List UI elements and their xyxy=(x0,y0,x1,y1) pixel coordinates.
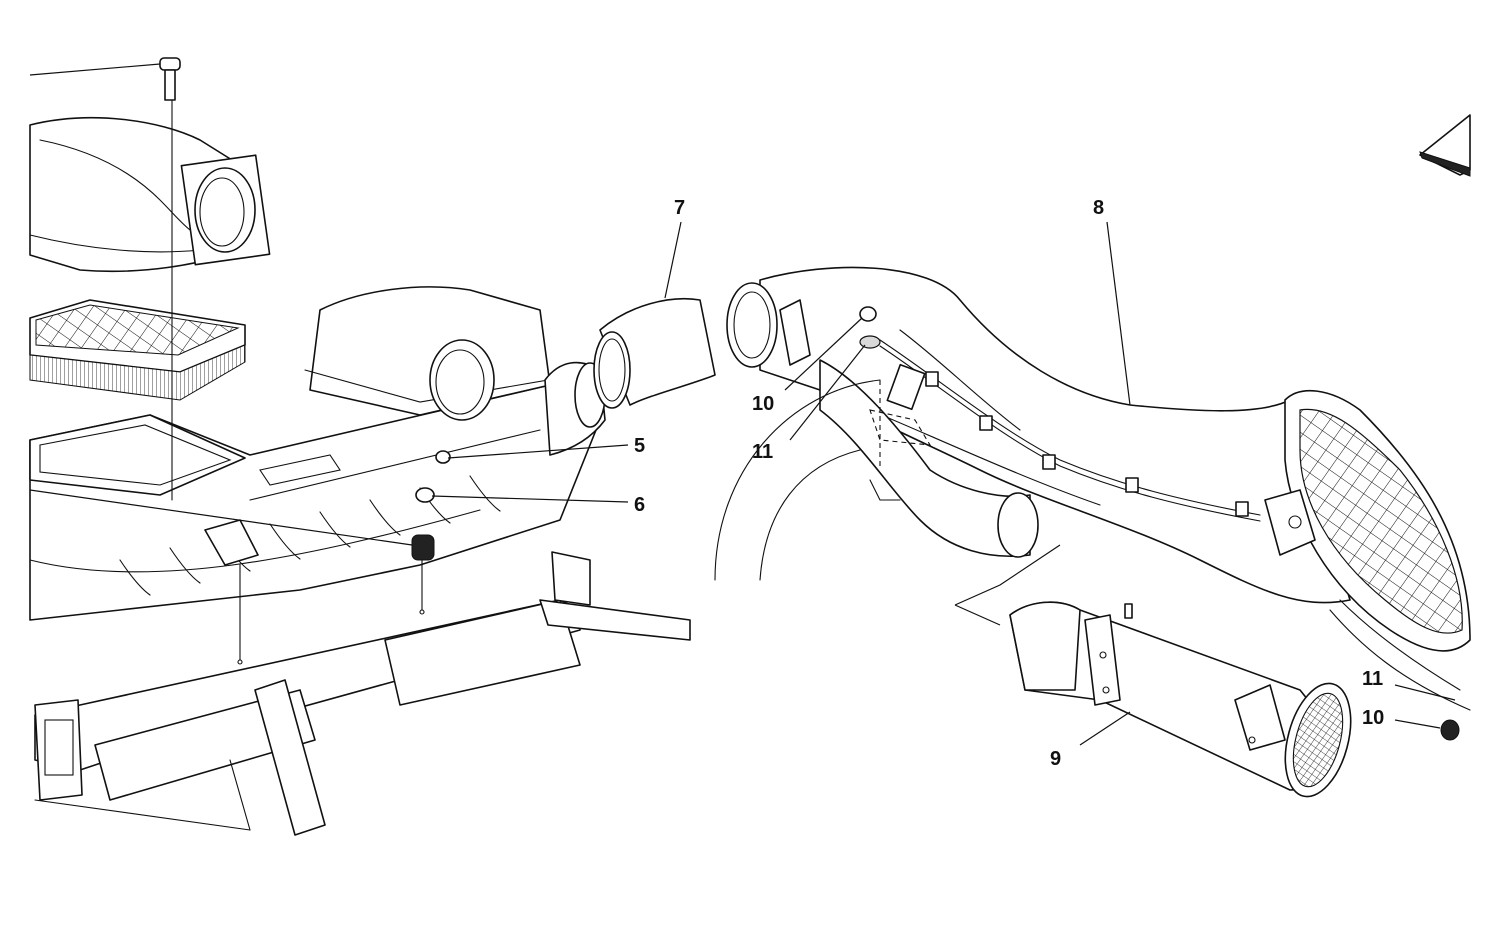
callout-11-upper: 11 xyxy=(752,441,773,463)
callout-7: 7 xyxy=(674,197,685,219)
callout-10-lower: 10 xyxy=(1362,707,1384,729)
callout-9: 9 xyxy=(1050,748,1061,770)
callout-8: 8 xyxy=(1093,197,1104,219)
callout-5: 5 xyxy=(634,435,645,457)
fastener-hardware xyxy=(159,57,451,665)
callout-11-lower: 11 xyxy=(1362,668,1383,690)
chassis-frame xyxy=(34,551,691,836)
nut-washer-upper xyxy=(859,306,1460,741)
direction-arrow xyxy=(1419,114,1471,177)
wheel-arch-outline xyxy=(714,379,901,581)
leader-lines xyxy=(29,63,1456,746)
airbox-assembly xyxy=(29,117,606,621)
callout-6: 6 xyxy=(634,494,645,516)
intake-duct-8 xyxy=(726,266,1471,711)
callout-labels: 5 6 7 8 9 10 11 10 11 xyxy=(634,197,1384,770)
intake-sleeve-7 xyxy=(593,297,716,409)
callout-10-upper: 10 xyxy=(752,393,774,415)
lower-duct-9 xyxy=(954,544,1352,798)
